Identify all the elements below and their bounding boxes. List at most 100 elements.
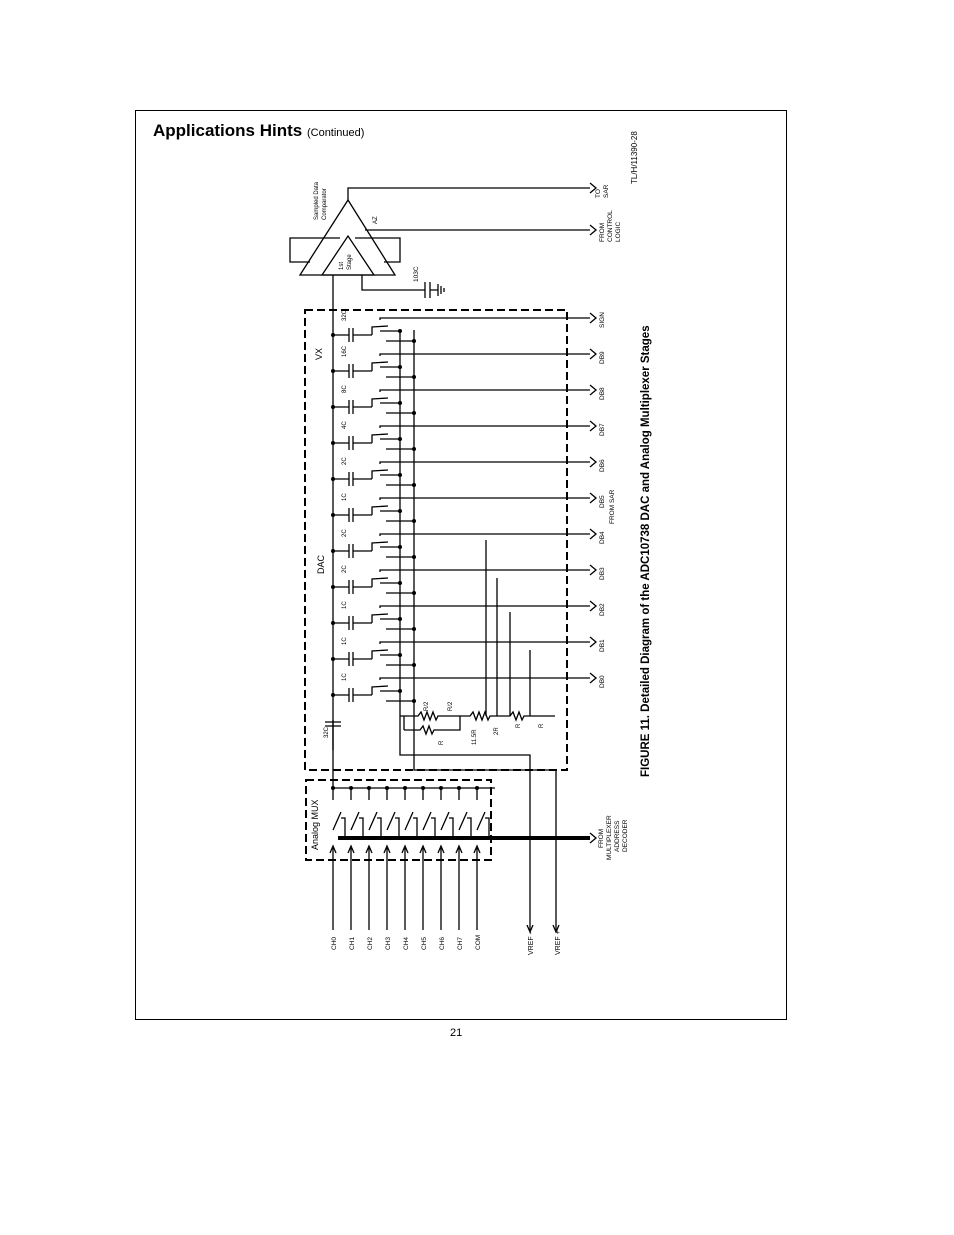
vref-arrow <box>552 924 560 934</box>
dac-switch <box>371 433 414 450</box>
channel-wire <box>383 844 391 930</box>
bit-input-arrow <box>589 636 598 648</box>
junction-dot <box>385 786 389 790</box>
capacitor-label: 8C <box>342 385 348 393</box>
first-stage-label: 1st <box>339 262 345 270</box>
junction-dot <box>331 441 335 445</box>
channel-wire <box>347 844 355 930</box>
capacitor-label: 1C <box>342 601 348 609</box>
mux-select <box>341 817 346 838</box>
vref-plus-label: VREF + <box>555 930 562 955</box>
capacitor <box>333 580 372 594</box>
bit-label: DB3 <box>599 567 606 580</box>
channel-label: CH0 <box>331 937 338 950</box>
capacitor-label: 2C <box>342 457 348 465</box>
channel-label: CH7 <box>457 937 464 950</box>
junction-dot <box>439 786 443 790</box>
mux-switch <box>404 788 414 831</box>
dac-switch <box>371 541 414 558</box>
comparator-label: Sampled Data <box>314 181 320 220</box>
resistor-label: R <box>516 723 522 728</box>
mux-select <box>377 817 382 838</box>
bit-input-arrow <box>589 456 598 468</box>
junction-dot <box>398 617 402 621</box>
bit-control-line <box>379 389 590 392</box>
dac-label: DAC <box>316 554 326 574</box>
mux-switch <box>422 788 432 831</box>
junction-dot <box>331 621 335 625</box>
bit-label: DB6 <box>599 459 606 472</box>
mux-switch <box>458 788 468 831</box>
junction-dot <box>412 375 416 379</box>
vref-bus-a <box>399 330 531 930</box>
to-sar-label: TO <box>595 189 602 198</box>
dac-switch <box>371 361 414 378</box>
dac-switch <box>371 325 414 342</box>
channel-label: CH1 <box>349 937 356 950</box>
junction-dot <box>412 555 416 559</box>
capacitor <box>333 328 372 342</box>
mux-decoder-label: ADDRESS <box>614 820 621 852</box>
first-stage-label: Stage <box>347 254 353 270</box>
channel-wire <box>437 844 445 930</box>
channel-wire <box>473 844 481 930</box>
channel-label: CH3 <box>385 937 392 950</box>
bit-control-line <box>379 677 590 680</box>
resistor-label: R <box>439 740 445 745</box>
capacitor-label: 32C <box>342 309 348 321</box>
capacitor <box>333 616 372 630</box>
junction-dot <box>331 585 335 589</box>
channel-wire <box>401 844 409 930</box>
bit-label: DB2 <box>599 603 606 616</box>
channel-label: CH5 <box>421 937 428 950</box>
junction-dot <box>331 369 335 373</box>
bit-control-line <box>379 641 590 644</box>
bit-label: DB7 <box>599 423 606 436</box>
heading-title: Applications Hints <box>153 121 303 140</box>
capacitor-label: 2C <box>342 529 348 537</box>
junction-dot <box>412 519 416 523</box>
junction-dot <box>403 786 407 790</box>
junction-dot <box>398 509 402 513</box>
junction-dot <box>331 786 335 790</box>
mux-select <box>467 817 472 838</box>
mux-select <box>431 817 436 838</box>
bit-input-arrow <box>589 384 598 396</box>
junction-dot <box>398 329 402 333</box>
capacitor-label: 1C <box>342 673 348 681</box>
capacitor <box>333 544 372 558</box>
junction-dot <box>398 401 402 405</box>
bit-input-arrow <box>589 312 598 324</box>
mux-select <box>395 817 400 838</box>
vref-bus-b <box>413 330 557 930</box>
bit-control-line <box>379 497 590 500</box>
channel-label: COM <box>475 935 482 950</box>
first-stage-triangle <box>320 234 376 276</box>
mux-select <box>485 817 490 838</box>
page-number: 21 <box>450 1027 463 1039</box>
dac-switch <box>371 505 414 522</box>
junction-dot <box>412 663 416 667</box>
mux-select <box>359 817 364 838</box>
mux-decoder-label: FROM <box>598 829 605 848</box>
resistor-label: 2R <box>494 727 500 735</box>
page-frame <box>135 110 787 1020</box>
control-logic-label: LOGIC <box>615 221 622 242</box>
mux-decoder-label: MULTIPLEXER <box>606 815 613 860</box>
capacitor <box>333 508 372 522</box>
junction-dot <box>398 365 402 369</box>
capacitor-label: 1C <box>342 493 348 501</box>
feedback-left <box>289 237 340 263</box>
bit-control-line <box>379 317 590 320</box>
junction-dot <box>349 786 353 790</box>
bit-control-line <box>379 461 590 464</box>
junction-dot <box>412 447 416 451</box>
junction-dot <box>331 549 335 553</box>
bit-control-line <box>379 425 590 428</box>
to-sar-wire <box>347 187 590 200</box>
bit-input-arrow <box>589 420 598 432</box>
junction-dot <box>412 699 416 703</box>
resistor-label: R/2 <box>448 701 454 711</box>
capacitor-label: 1C <box>342 637 348 645</box>
bit-label: DB1 <box>599 639 606 652</box>
